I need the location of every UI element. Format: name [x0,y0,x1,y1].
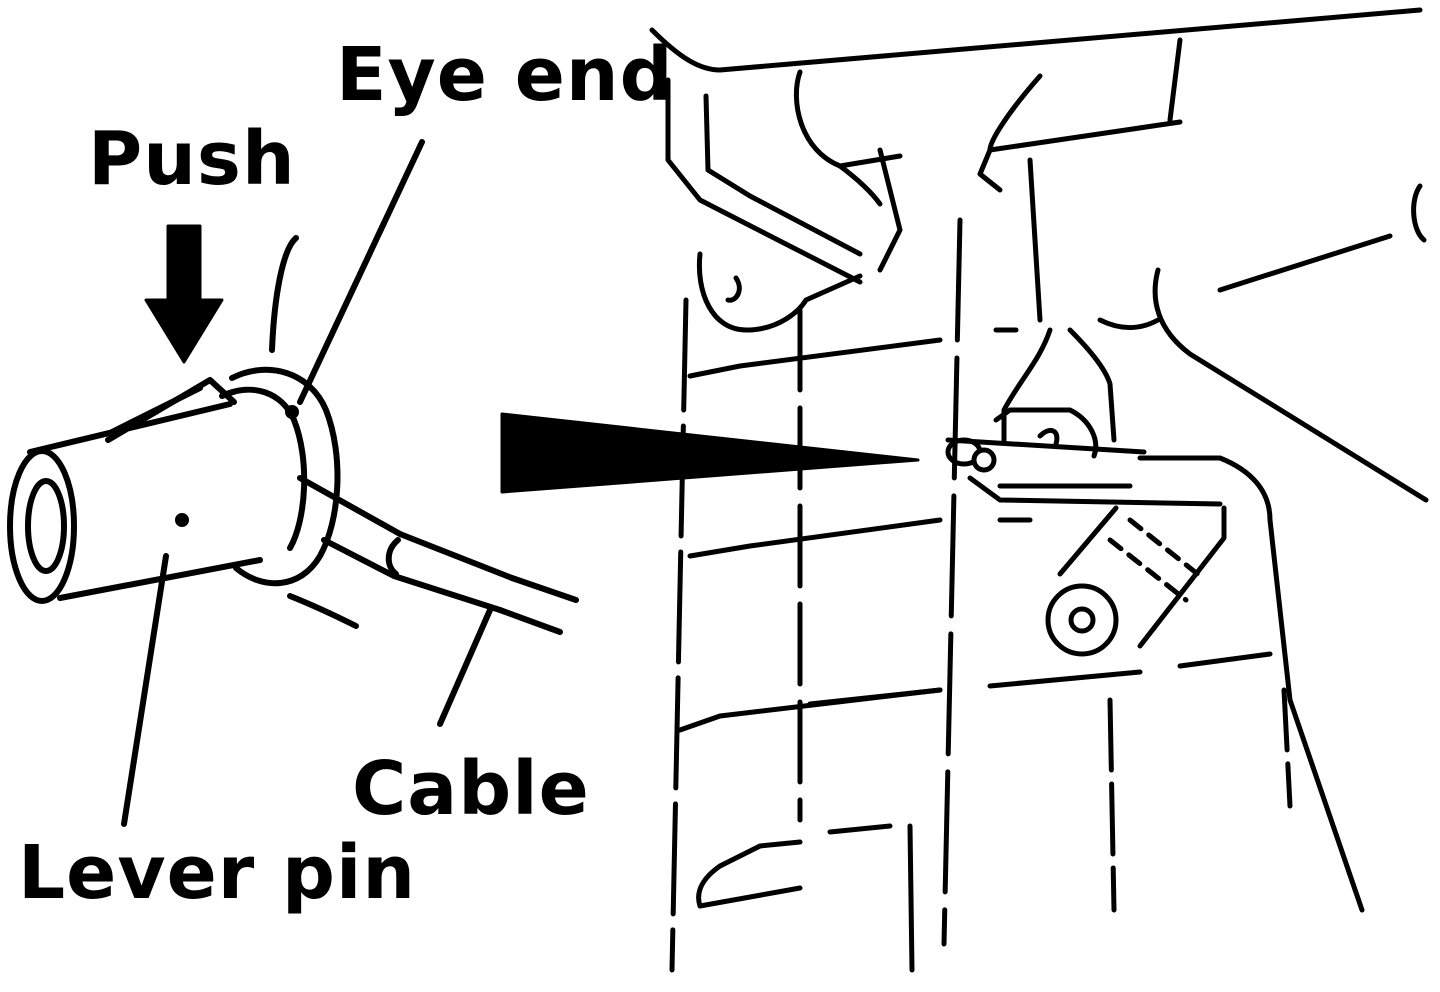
leader-cable [437,607,493,727]
lever-pin-shape [7,377,263,604]
eye-end-shape [219,235,359,629]
pointer-wedge-icon [500,412,920,494]
cable-shape [297,475,579,635]
label-eye-end: Eye end [336,32,674,118]
push-arrow-icon [144,224,224,364]
label-push: Push [88,116,296,202]
label-cable: Cable [352,746,590,832]
leader-lever-pin [121,553,169,827]
leader-eye-end [297,139,425,405]
engine-view [649,7,1429,973]
label-lever-pin: Lever pin [18,830,417,916]
detail-view [7,139,579,827]
